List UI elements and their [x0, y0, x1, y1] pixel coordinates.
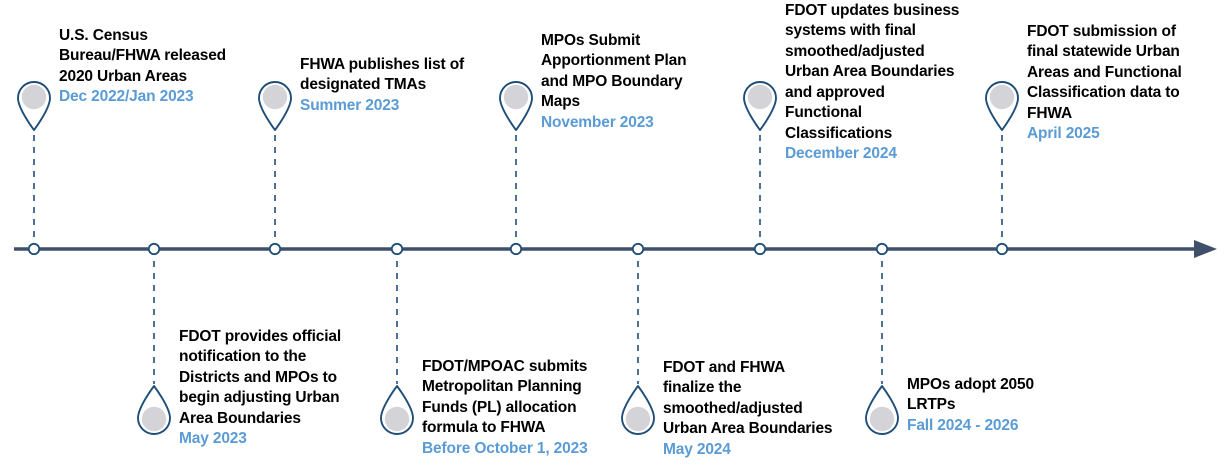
map-pin-icon[interactable]	[253, 76, 297, 132]
timeline-node-circle[interactable]	[509, 242, 523, 256]
timeline-node-circle[interactable]	[753, 242, 767, 256]
milestone-title-line: FHWA	[1027, 104, 1073, 122]
milestone-finalize-smoothed-boundaries[interactable]: FDOT and FHWA finalize the smoothed/adjust…	[616, 359, 833, 460]
milestone-title-line: Area Boundaries	[179, 409, 301, 427]
milestone-title-line: 2020 Urban Areas	[59, 67, 187, 85]
milestone-title-line: Functional	[785, 104, 862, 122]
milestone-title-line: FDOT updates business	[785, 2, 960, 19]
milestone-title-line: designated TMAs	[300, 76, 427, 94]
milestone-date: Before October 1, 2023	[422, 439, 588, 457]
milestone-date: Fall 2024 - 2026	[907, 416, 1019, 434]
milestone-date: Summer 2023	[300, 96, 400, 114]
connector-lines-group	[33, 132, 1003, 384]
milestone-label-group: FDOT provides official notification to th…	[179, 327, 341, 450]
map-pin-icon[interactable]	[616, 384, 660, 440]
timeline-arrow-icon	[1194, 240, 1217, 258]
timeline-node-circle[interactable]	[875, 242, 889, 256]
milestone-title-line: MPOs adopt 2050	[907, 376, 1034, 393]
milestone-title-line: LRTPs	[907, 396, 956, 414]
map-pin-icon[interactable]	[860, 384, 904, 440]
milestone-title: FHWA publishes list of designated TMAs	[300, 55, 464, 96]
milestone-title-line: finalize the	[663, 379, 742, 397]
milestone-title-line: FDOT/MPOAC submits	[422, 358, 588, 375]
timeline-node-circle[interactable]	[147, 242, 161, 256]
milestone-fdot-official-notification[interactable]: FDOT provides official notification to th…	[132, 328, 341, 450]
milestone-date: November 2023	[541, 113, 654, 131]
milestone-date: May 2024	[663, 440, 731, 458]
milestone-title-line: Urban Area Boundaries	[663, 420, 833, 438]
milestone-title-line: smoothed/adjusted	[785, 42, 925, 60]
milestone-title-line: Urban Area Boundaries	[785, 63, 955, 81]
milestone-title-line: Districts and MPOs to	[179, 368, 337, 386]
milestone-title-line: FDOT submission of	[1027, 23, 1176, 40]
milestone-label-group: FDOT and FHWA finalize the smoothed/adjust…	[663, 358, 833, 460]
milestone-title-line: Classification data to	[1027, 84, 1180, 102]
timeline-node-circle[interactable]	[27, 242, 41, 256]
milestone-title-line: FDOT provides official	[179, 328, 342, 345]
milestone-title-line: final statewide Urban	[1027, 43, 1180, 61]
timeline-node-circle[interactable]	[995, 242, 1009, 256]
milestone-date: April 2025	[1027, 125, 1100, 143]
milestone-title-line: and MPO Boundary	[541, 72, 683, 90]
milestone-title-line: begin adjusting Urban	[179, 389, 340, 407]
milestone-title-line: Apportionment Plan	[541, 52, 687, 70]
map-pin-icon[interactable]	[738, 76, 782, 132]
milestone-title-line: systems with final	[785, 22, 916, 40]
milestone-title-line: Classifications	[785, 124, 893, 142]
milestone-title: FDOT updates business systems with final s…	[785, 1, 959, 144]
milestone-date: May 2023	[179, 430, 247, 448]
milestone-date: Dec 2022/Jan 2023	[59, 88, 194, 106]
milestone-title-line: Areas and Functional	[1027, 63, 1182, 81]
timeline-node-circle[interactable]	[390, 242, 404, 256]
milestone-title-line: formula to FHWA	[422, 419, 546, 437]
milestone-title-line: smoothed/adjusted	[663, 399, 803, 417]
timeline-node-circle[interactable]	[268, 242, 282, 256]
milestone-title-line: Bureau/FHWA released	[59, 47, 226, 65]
milestone-title-line: and approved	[785, 83, 885, 101]
milestone-fdot-updates-business-systems[interactable]: FDOT updates business systems with final s…	[738, 2, 959, 165]
map-pin-icon[interactable]	[980, 76, 1024, 132]
milestone-title-line: Maps	[541, 93, 581, 111]
milestone-title-line: FHWA publishes list of	[300, 56, 465, 73]
map-pin-icon[interactable]	[12, 76, 56, 132]
milestone-title-line: Metropolitan Planning	[422, 378, 582, 396]
milestone-title: FDOT and FHWA finalize the smoothed/adjust…	[663, 358, 833, 440]
map-pin-icon[interactable]	[494, 76, 538, 132]
milestone-date: December 2024	[785, 145, 897, 163]
milestone-title-line: Funds (PL) allocation	[422, 398, 577, 416]
milestone-title-line: notification to the	[179, 348, 307, 366]
milestone-title-line: U.S. Census	[59, 27, 148, 44]
milestone-title-line: FDOT and FHWA	[663, 359, 786, 376]
map-pin-icon[interactable]	[132, 384, 176, 440]
milestone-title-line: MPOs Submit	[541, 32, 641, 49]
milestone-label-group: FDOT updates business systems with final s…	[785, 1, 959, 165]
timeline-node-circles-group	[27, 242, 1009, 256]
map-pin-icon[interactable]	[375, 384, 419, 440]
timeline-node-circle[interactable]	[631, 242, 645, 256]
milestone-title: FDOT provides official notification to th…	[179, 327, 341, 429]
